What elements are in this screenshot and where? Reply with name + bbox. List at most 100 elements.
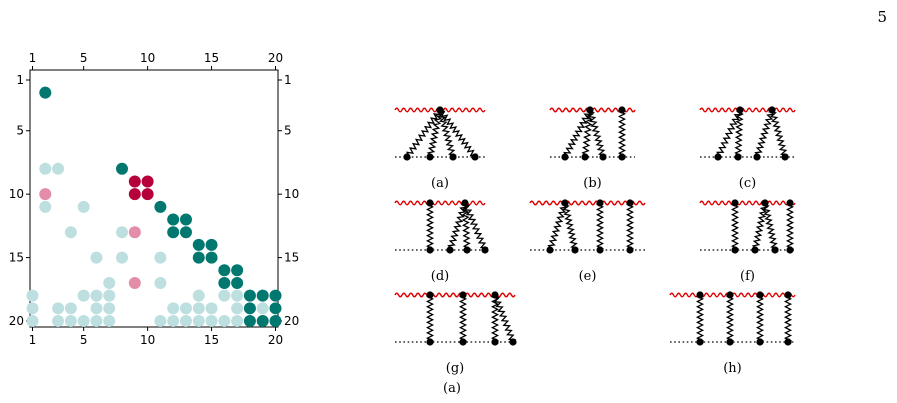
vertex-dot [449,153,457,161]
gluon-line [783,294,793,343]
vertex-dot [781,153,789,161]
matrix-dot-light-teal [77,289,90,302]
vertex-dot [726,338,734,346]
matrix-dot-light-teal [205,302,218,315]
matrix-dot-dark-teal [205,238,218,251]
gluon-line [491,294,517,343]
vertex-dot [461,199,469,207]
vertex-dot [761,199,769,207]
gluon-line [436,109,457,158]
gluon-line [725,294,735,343]
y-tick-label-right: 1 [284,73,292,87]
gluon-line [581,109,594,158]
matrix-dot-dark-teal [231,276,244,289]
matrix-dot-light-teal [90,302,103,315]
matrix-dot-light-teal [205,315,218,327]
matrix-dot-light-teal [179,302,192,315]
vertex-dot [581,153,589,161]
vertex-dot [546,246,554,254]
matrix-dot-light-teal [192,315,205,327]
vertex-dot [736,106,744,114]
matrix-dot-light-teal [256,302,269,315]
gluon-line [561,202,579,251]
gluon-line [447,202,468,251]
gluon-line [730,202,740,251]
gluon-line [768,109,789,158]
vertex-dot [446,246,454,254]
gluon-line [595,202,605,251]
matrix-dot-dark-teal [116,162,129,175]
x-tick-label-bottom: 5 [80,333,88,347]
vertex-dot [626,199,634,207]
feynman-diagram-h: (h) [669,291,796,376]
photon-line [394,200,486,206]
x-tick-label-top: 15 [204,51,219,65]
vertex-dot [731,246,739,254]
x-tick-label-top: 1 [29,51,37,65]
vertex-dot [426,246,434,254]
vertex-dot [463,246,471,254]
photon-line [699,200,796,206]
gluon-line [755,294,765,343]
matrix-dot-light-teal [154,251,167,264]
matrix-dot-dark-teal [231,264,244,277]
vertex-dot [571,246,579,254]
x-tick-label-bottom: 1 [29,333,37,347]
feynman-diagram-a: (a) [394,106,486,191]
matrix-dot-light-teal [26,289,39,302]
photon-line [699,107,796,113]
gluon-line [715,109,743,158]
gluon-line [751,202,769,251]
vertex-dot [786,246,794,254]
y-tick-label-left: 15 [9,251,24,265]
y-tick-label-left: 10 [9,187,24,201]
vertex-dot [436,106,444,114]
matrix-dot-light-teal [103,302,116,315]
vertex-dot [491,338,499,346]
gluon-line [734,109,744,158]
matrix-dot-light-teal [52,315,65,327]
feynman-diagram-g: (g) [394,291,517,376]
matrix-dot-light-teal [39,162,52,175]
gluon-line [761,202,779,251]
x-tick-label-bottom: 10 [140,333,155,347]
matrix-dot-dark-teal [256,289,269,302]
matrix-dot-dark-teal [218,264,231,277]
gluon-line [461,202,471,251]
gluon-line [426,109,444,158]
matrix-dot-light-teal [103,276,116,289]
matrix-dot-dark-teal [205,251,218,264]
matrix-dot-light-teal [64,226,77,239]
vertex-dot [696,338,704,346]
gluon-line [625,202,635,251]
vertex-dot [756,291,764,299]
gluon-line [563,109,592,158]
matrix-dot-dark-teal [269,289,282,302]
matrix-dot-light-teal [218,289,231,302]
vertex-dot [618,106,626,114]
matrix-dot-dark-teal [167,226,180,239]
matrix-dot-dark-teal [179,226,192,239]
feynman-diagram-e: (e) [529,199,646,284]
y-tick-label-left: 5 [16,124,24,138]
y-tick-label-right: 10 [284,187,299,201]
vertex-dot [786,199,794,207]
vertex-dot [481,246,489,254]
vertex-dot [491,291,499,299]
photon-line [529,200,646,206]
matrix-dot-light-teal [103,289,116,302]
feynman-diagram-d: (d) [394,199,489,284]
vertex-dot [771,246,779,254]
gluon-line [547,202,568,251]
matrix-dot-dark-teal [243,315,256,327]
matrix-dot-light-teal [52,302,65,315]
y-tick-label-left: 1 [16,73,24,87]
vertex-dot [426,199,434,207]
feynman-diagram-b: (b) [549,106,636,191]
vertex-dot [459,291,467,299]
gluon-line [754,109,775,158]
matrix-dot-light-teal [77,200,90,213]
matrix-dot-pink [128,276,141,289]
vertex-dot [561,153,569,161]
